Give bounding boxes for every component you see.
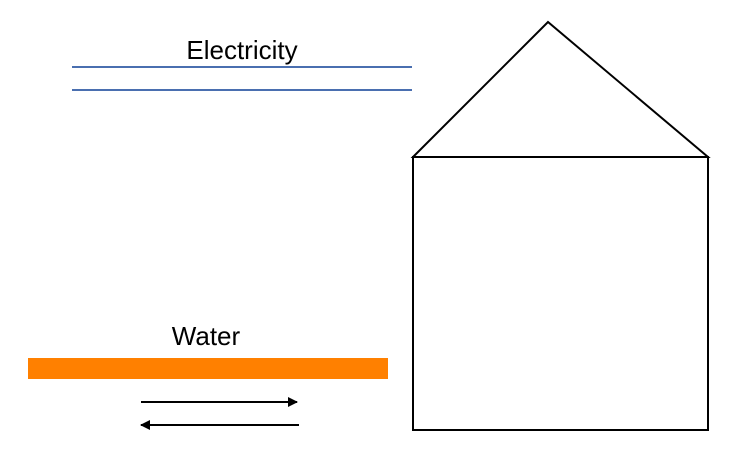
house-roof bbox=[410, 20, 711, 158]
water-pipe bbox=[28, 358, 388, 379]
house-body bbox=[412, 156, 709, 431]
electricity-label: Electricity bbox=[186, 35, 297, 65]
water-label: Water bbox=[172, 321, 241, 351]
